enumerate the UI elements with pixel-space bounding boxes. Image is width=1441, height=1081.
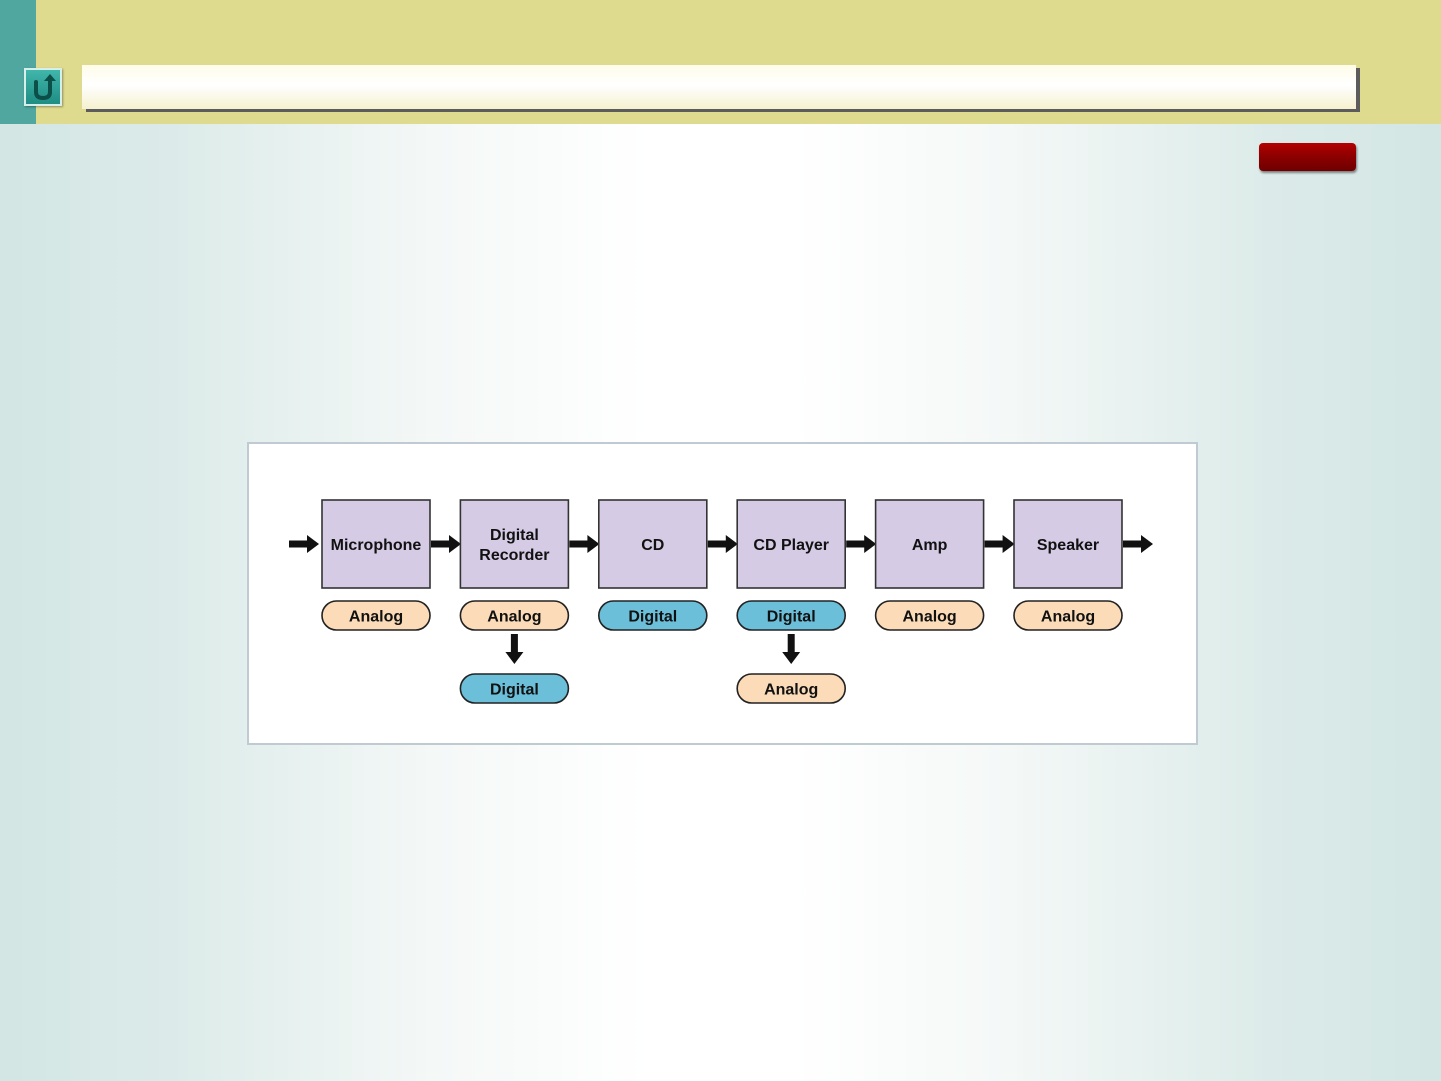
speaker-signal-pill bbox=[1013, 600, 1123, 631]
amp-signal-pill-label: Analog bbox=[902, 609, 956, 626]
microphone-box bbox=[321, 499, 431, 589]
digital-recorder-conversion-arrow bbox=[505, 634, 524, 664]
amp-box bbox=[874, 499, 985, 589]
cd-player-signal-pill-label: Digital bbox=[767, 609, 816, 626]
digital-recorder-converted-signal-pill bbox=[459, 673, 570, 704]
speaker-output-arrow bbox=[1123, 535, 1153, 553]
digital-recorder-label: Recorder bbox=[479, 547, 549, 564]
amp-output-arrow bbox=[984, 535, 1015, 553]
red-nav-button[interactable] bbox=[1259, 143, 1356, 171]
cd-player-conversion-arrow bbox=[782, 634, 801, 664]
cd-box bbox=[597, 499, 708, 589]
cd-label: CD bbox=[641, 537, 664, 554]
cd-output-arrow bbox=[707, 535, 738, 553]
speaker-signal-pill-label: Analog bbox=[1041, 609, 1095, 626]
cd-player-signal-pill bbox=[736, 600, 847, 631]
digital-recorder-label: Digital bbox=[490, 527, 539, 544]
microphone-signal-pill bbox=[321, 600, 431, 631]
cd-player-converted-signal-pill-label: Analog bbox=[764, 682, 818, 699]
digital-recorder-box bbox=[459, 499, 570, 589]
cd-player-label: CD Player bbox=[753, 537, 829, 554]
cd-player-converted-signal-pill bbox=[736, 673, 847, 704]
digital-recorder-output-arrow bbox=[569, 535, 600, 553]
cd-player-box bbox=[736, 499, 847, 589]
speaker-box bbox=[1013, 499, 1123, 589]
cd-signal-pill bbox=[597, 600, 708, 631]
cd-player-output-arrow bbox=[846, 535, 877, 553]
microphone-label: Microphone bbox=[331, 537, 422, 554]
digital-recorder-signal-pill-label: Analog bbox=[487, 609, 541, 626]
cd-signal-pill-label: Digital bbox=[628, 609, 677, 626]
digital-recorder-signal-pill bbox=[459, 600, 570, 631]
microphone-output-arrow bbox=[431, 535, 461, 553]
slide-title-bar bbox=[82, 65, 1356, 109]
speaker-label: Speaker bbox=[1037, 537, 1099, 554]
amp-signal-pill bbox=[874, 600, 985, 631]
amp-label: Amp bbox=[912, 537, 948, 554]
back-button[interactable] bbox=[24, 68, 62, 106]
microphone-signal-pill-label: Analog bbox=[349, 609, 403, 626]
signal-chain-diagram: MicrophoneAnalogDigitalRecorderAnalogDig… bbox=[289, 499, 1153, 704]
digital-recorder-converted-signal-pill-label: Digital bbox=[490, 682, 539, 699]
input-arrow bbox=[289, 535, 319, 553]
u-turn-arrow-icon bbox=[34, 74, 56, 101]
